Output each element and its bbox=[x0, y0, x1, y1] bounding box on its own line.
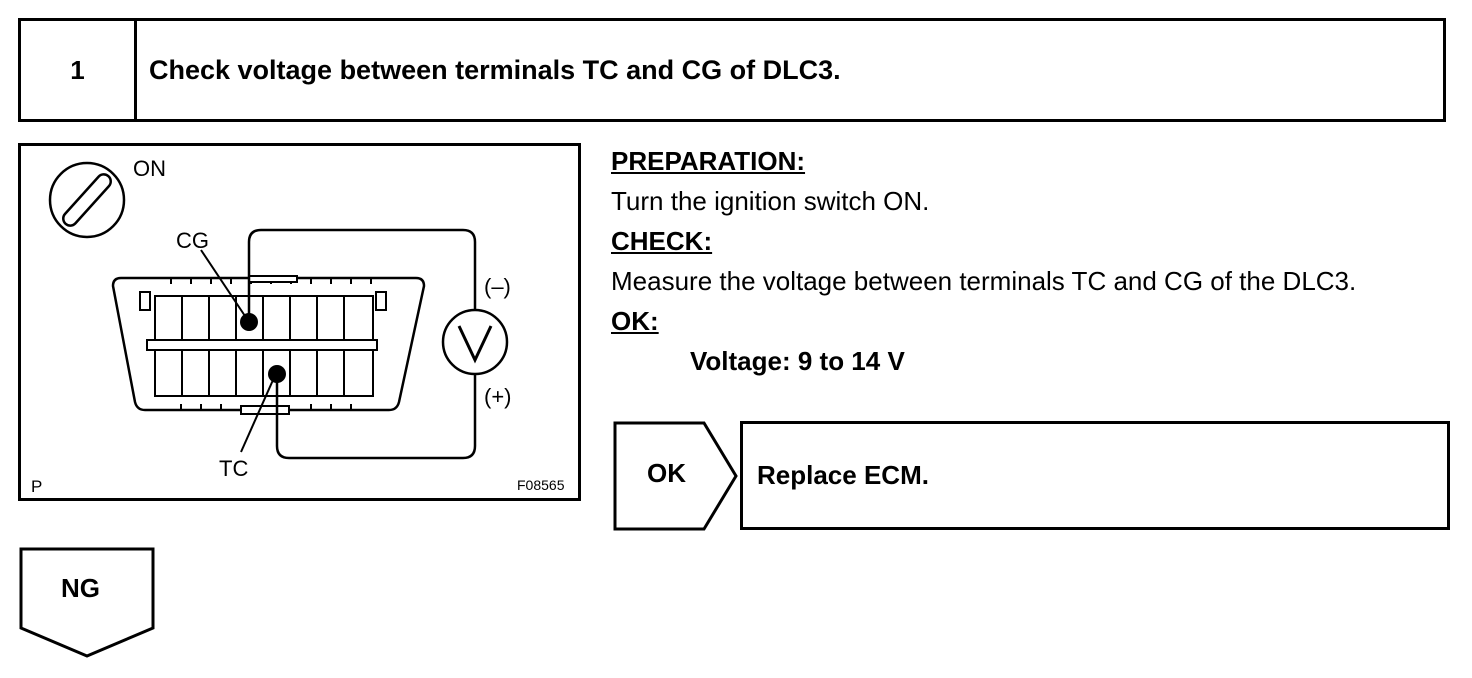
ok-heading: OK: bbox=[611, 306, 659, 336]
ok-spec: Voltage: 9 to 14 V bbox=[690, 346, 905, 376]
preparation-heading: PREPARATION: bbox=[611, 146, 806, 176]
dlc3-diagram-svg: ON bbox=[31, 156, 565, 496]
instructions: PREPARATION: Turn the ignition switch ON… bbox=[611, 141, 1451, 381]
tc-terminal-label: TC bbox=[219, 456, 248, 481]
positive-terminal-label: (+) bbox=[484, 384, 512, 409]
step-header: 1 Check voltage between terminals TC and… bbox=[18, 18, 1446, 122]
ok-action-box: Replace ECM. bbox=[740, 421, 1450, 530]
ng-label: NG bbox=[61, 573, 100, 603]
ok-action-text: Replace ECM. bbox=[757, 460, 929, 490]
ng-arrow-icon bbox=[19, 547, 155, 658]
preparation-text: Turn the ignition switch ON. bbox=[611, 186, 930, 216]
check-text: Measure the voltage between terminals TC… bbox=[611, 266, 1357, 296]
ok-arrow-icon bbox=[613, 421, 738, 531]
diagram-corner-label: P bbox=[31, 477, 42, 496]
check-heading: CHECK: bbox=[611, 226, 713, 256]
ignition-switch-icon bbox=[48, 161, 126, 239]
step-number: 1 bbox=[21, 21, 137, 119]
dlc3-connector bbox=[111, 275, 426, 415]
voltmeter-circuit bbox=[240, 228, 509, 460]
step-title: Check voltage between terminals TC and C… bbox=[149, 54, 841, 85]
voltmeter-icon bbox=[441, 308, 509, 376]
negative-terminal-label: (–) bbox=[484, 274, 511, 299]
dlc3-diagram: ON bbox=[18, 143, 581, 501]
figure-code: F08565 bbox=[517, 477, 565, 493]
ok-label: OK bbox=[647, 458, 686, 488]
ignition-on-label: ON bbox=[133, 156, 166, 181]
cg-terminal-label: CG bbox=[176, 228, 209, 253]
